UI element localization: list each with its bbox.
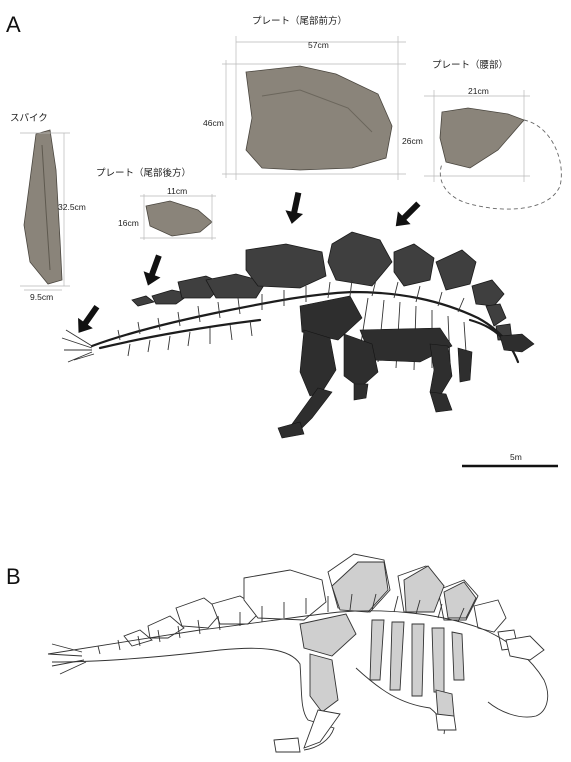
arrow-front-plate-icon	[283, 191, 307, 226]
spike-height-label: 32.5cm	[58, 202, 86, 212]
spike-fossil	[24, 130, 62, 284]
arrow-back-plate-icon	[389, 197, 424, 232]
spike-caption: スパイク	[10, 113, 48, 124]
panel-b-label: B	[6, 564, 21, 589]
panel-a-label: A	[6, 12, 21, 37]
back-plate-caption: プレート（腰部）	[432, 59, 508, 71]
front-tail-plate-fossil	[246, 66, 392, 170]
back-plate-width-label: 21cm	[468, 86, 489, 96]
back-plate-fossil	[440, 108, 524, 168]
arrow-spike-icon	[71, 302, 104, 339]
rear-tail-plate-fossil	[146, 201, 212, 236]
rear-plate-height-label: 16cm	[118, 218, 139, 228]
back-plate-height-label: 26cm	[402, 136, 423, 146]
rear-plate-caption: プレート（尾部後方）	[96, 167, 191, 179]
reconstruction-drawing	[48, 554, 548, 752]
arrow-rear-plate-icon	[139, 252, 167, 288]
scale-bar-label: 5m	[510, 452, 522, 462]
front-plate-width-label: 57cm	[308, 40, 329, 50]
spike-width-label: 9.5cm	[30, 292, 53, 302]
front-plate-caption: プレート（尾部前方）	[252, 15, 347, 27]
mounted-skeleton	[62, 232, 534, 438]
front-plate-height-label: 46cm	[203, 118, 224, 128]
rear-plate-width-label: 11cm	[167, 186, 187, 196]
